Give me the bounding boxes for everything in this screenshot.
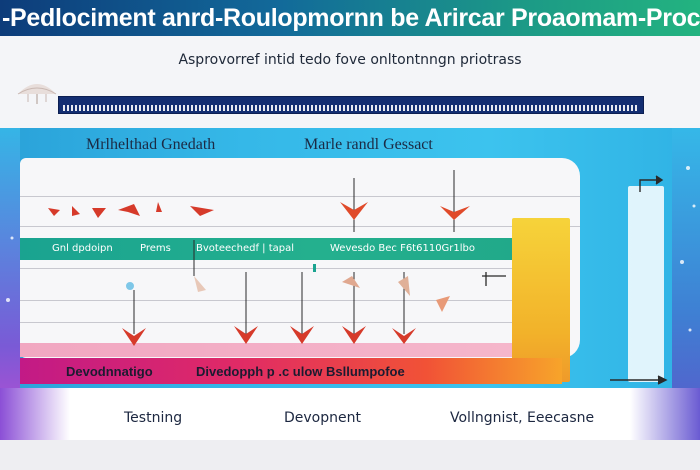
lane-divider xyxy=(20,322,514,323)
column-heading-right: Marle randl Gessact xyxy=(304,136,433,153)
lane-divider xyxy=(20,268,514,269)
right-rail xyxy=(628,186,664,382)
lane-label: Bvoteechedf | tapal xyxy=(196,243,295,254)
lane-label: Prems xyxy=(140,243,171,254)
lane-divider xyxy=(20,300,514,301)
phase-label-development: Devopnent xyxy=(284,410,361,426)
umbrella-icon xyxy=(17,84,57,104)
lane-band-green xyxy=(20,238,514,260)
phase-footer xyxy=(0,388,700,440)
column-heading-left: Mrlhelthad Gnedath xyxy=(86,136,216,153)
page-title: -Pedlociment anrd-Roulopmornn be Arircar… xyxy=(2,3,700,32)
bottom-strip xyxy=(0,440,700,470)
timeline-ticks xyxy=(63,105,639,111)
lane-label: Gnl dpdoipn xyxy=(52,243,113,254)
stage-panel-left-edge xyxy=(0,128,20,440)
lane-divider xyxy=(20,196,580,197)
stage-panel-yellow xyxy=(512,218,570,382)
page-subtitle: Asprovorref intid tedo fove onltontnngn … xyxy=(178,52,522,68)
phase-label-release: Vollngnist, Eeecasne xyxy=(450,410,595,426)
lane-divider xyxy=(20,226,580,227)
stage-label: Divedopph p .c ulow Bsllumpofoe xyxy=(196,364,405,379)
lane-band-pink xyxy=(20,343,514,357)
stage-band xyxy=(20,358,562,384)
title-bar: -Pedlociment anrd-Roulopmornn be Arircar… xyxy=(0,0,700,36)
lane-label: Wevesdo Bec F6t6110Gr1lbo xyxy=(330,243,476,254)
stage-label: Devodnnatigo xyxy=(66,364,153,379)
timeline-strip xyxy=(58,96,644,114)
phase-label-testing: Testning xyxy=(124,410,183,426)
